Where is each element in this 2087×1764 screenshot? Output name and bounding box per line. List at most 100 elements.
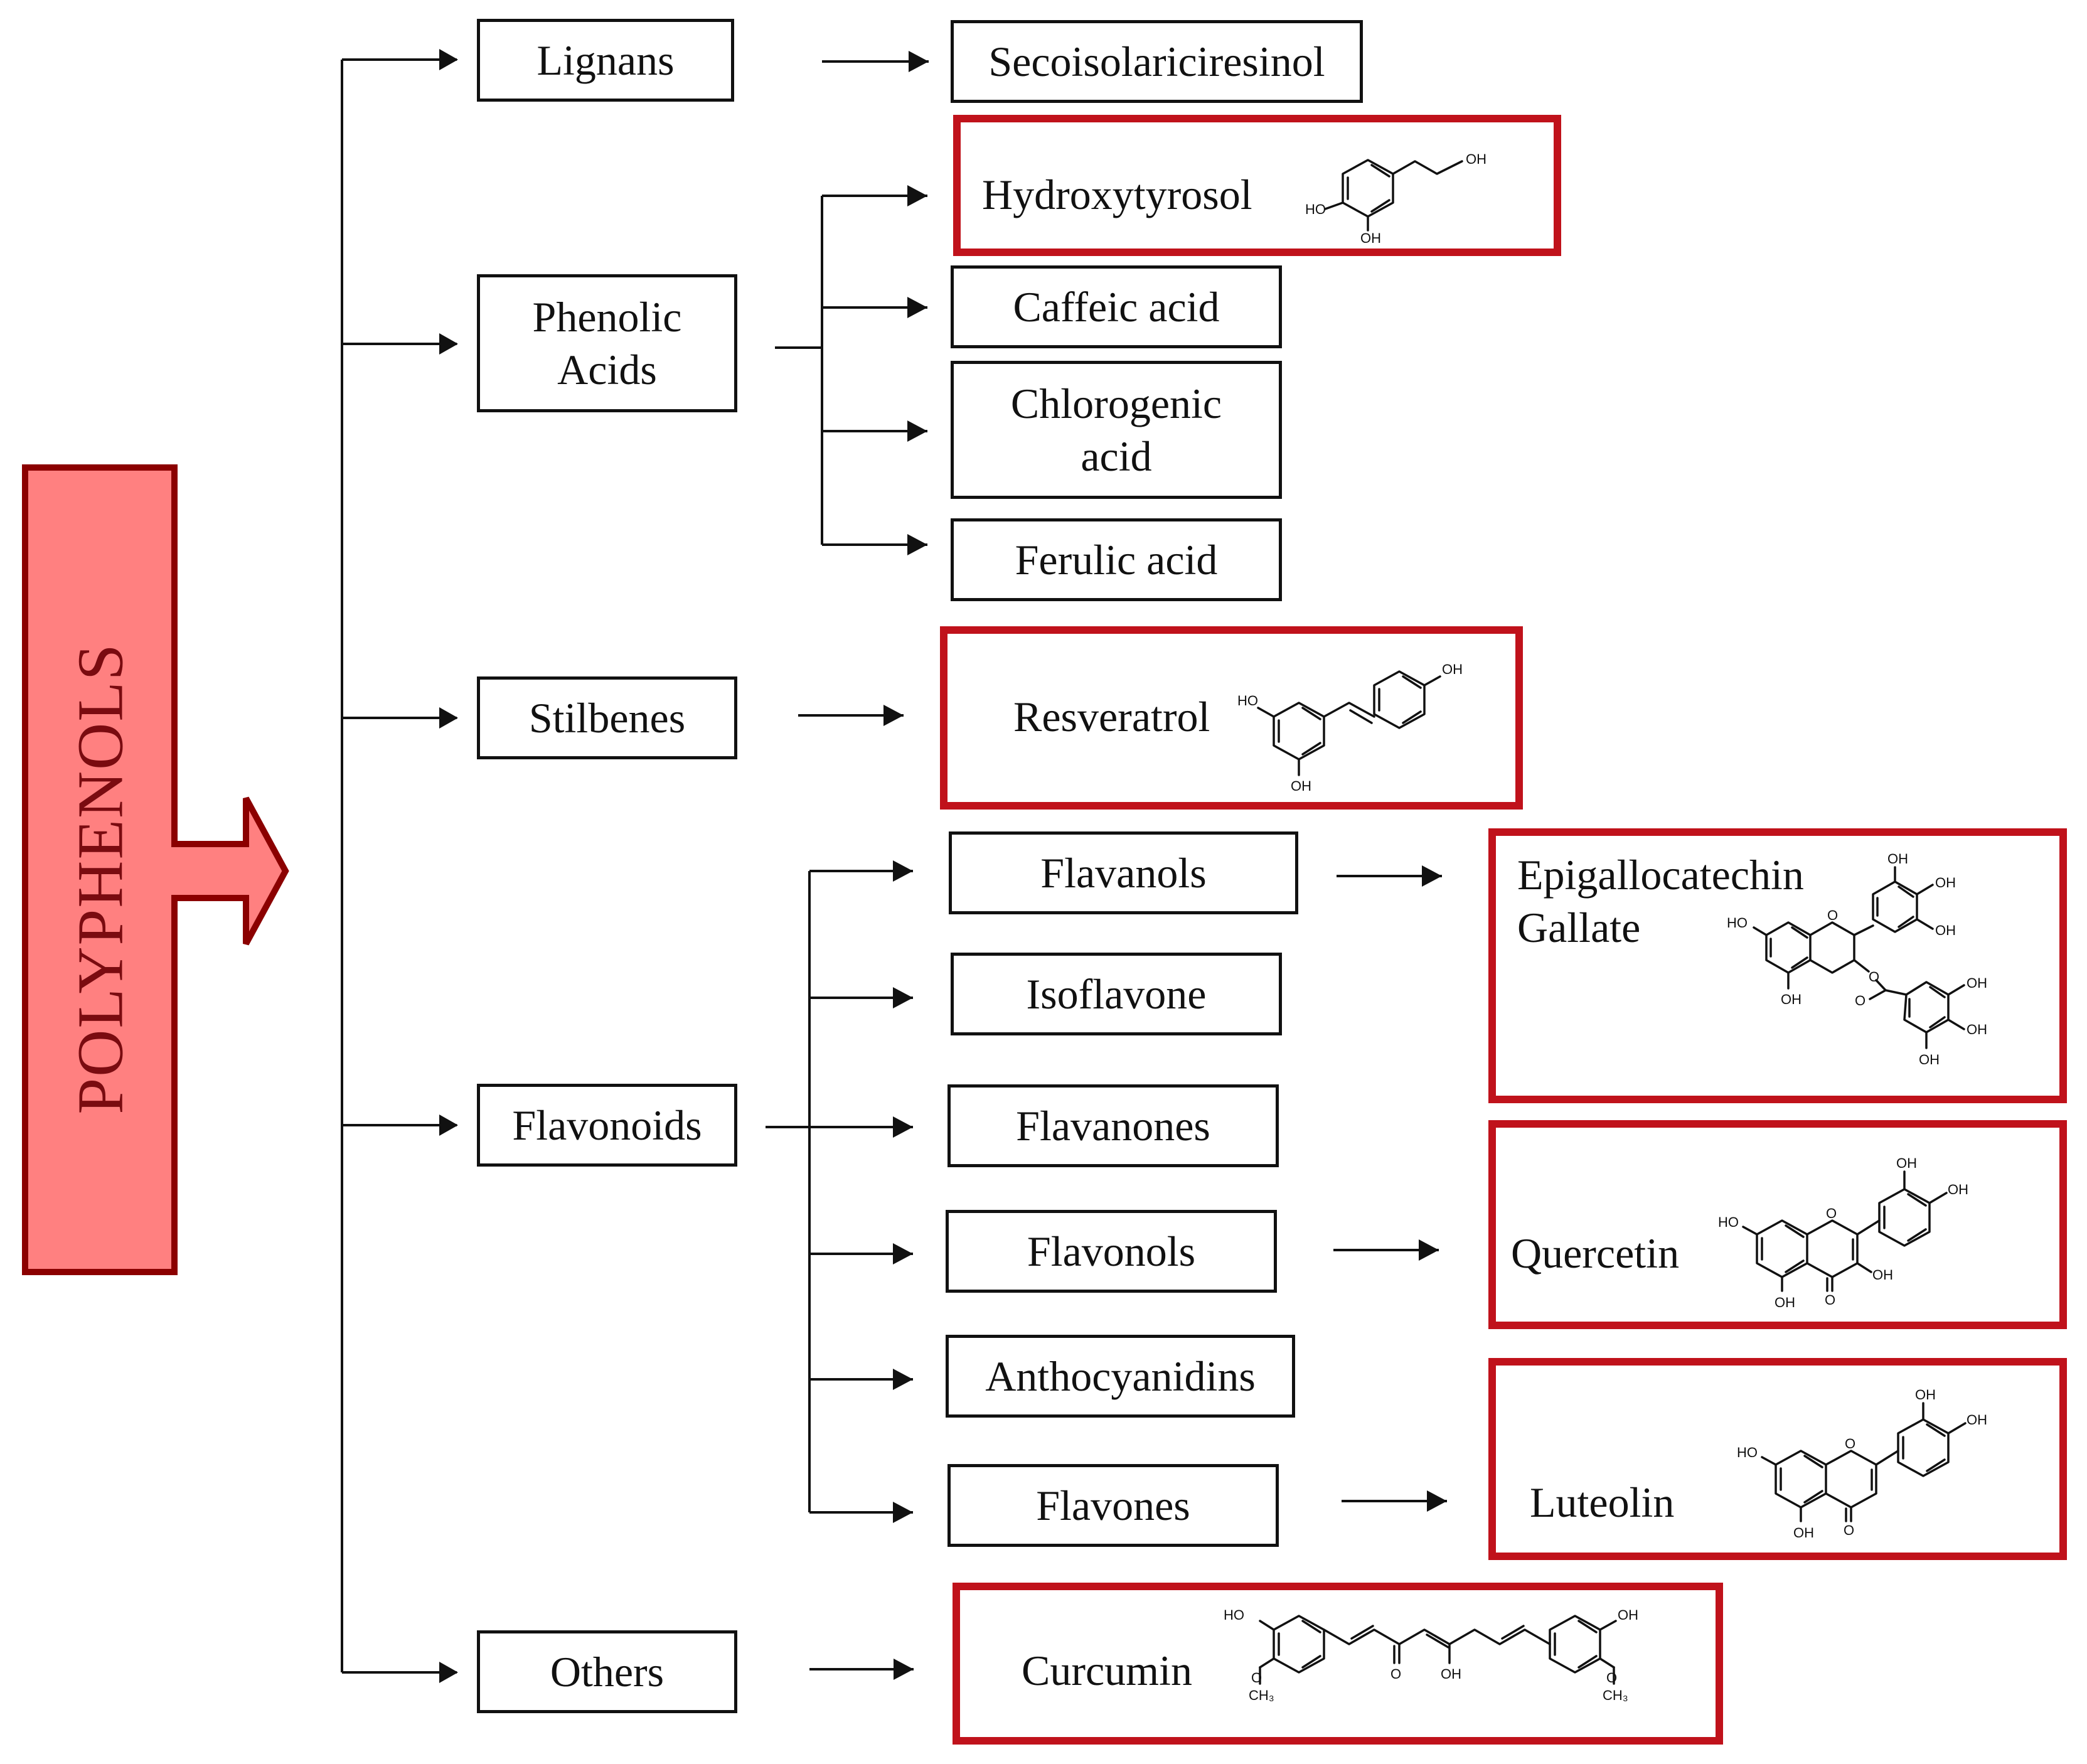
- class-box-lignans: Lignans: [477, 19, 734, 102]
- arrowhead: [894, 1659, 914, 1680]
- compound-box-hydroxytyrosol: [953, 115, 1561, 256]
- oh-label: OH: [1793, 1525, 1814, 1541]
- compound-label-hydroxytyrosol: Hydroxytyrosol: [982, 171, 1252, 218]
- oh-label: OH: [1948, 1182, 1968, 1197]
- arrowhead: [893, 1502, 913, 1523]
- arrowhead: [893, 1116, 913, 1138]
- compound-label-line2: Gallate: [1517, 904, 1641, 951]
- arrowhead: [909, 51, 929, 72]
- methyl-label: CH₃: [1603, 1687, 1628, 1703]
- arrowhead: [893, 987, 913, 1008]
- class-label-line1: Phenolic: [532, 293, 682, 341]
- arrowheads: [439, 49, 1447, 1683]
- root-arrow-shape: [22, 464, 289, 1275]
- arrowhead: [893, 1243, 913, 1264]
- oh-label: OH: [1919, 1052, 1940, 1067]
- ho-label: HO: [1718, 1214, 1739, 1230]
- arrowhead: [439, 707, 458, 729]
- egcg-structure: O HO OH OH OH OH O O OH OH OH: [1727, 851, 1987, 1067]
- subclass-box-anthocyanidins: Anthocyanidins: [946, 1335, 1295, 1418]
- carbonyl-oxygen-label: O: [1390, 1666, 1401, 1682]
- carbonyl-oxygen-label: O: [1855, 993, 1865, 1008]
- ester-oxygen-label: O: [1869, 969, 1879, 985]
- methoxy-oxygen-label: O: [1606, 1670, 1617, 1686]
- root-label: POLYPHENOLS: [64, 643, 137, 1115]
- oh-label: OH: [1967, 1412, 1987, 1428]
- subclass-box-ferulic-acid: Ferulic acid: [951, 518, 1282, 601]
- arrowhead: [907, 534, 927, 555]
- subclass-box-flavanones: Flavanones: [947, 1084, 1279, 1167]
- luteolin-structure: O O HO OH OH OH: [1737, 1387, 1987, 1541]
- oh-label: OH: [1935, 875, 1956, 890]
- subclass-label: Caffeic acid: [1013, 283, 1220, 331]
- compound-label-luteolin: Luteolin: [1530, 1478, 1675, 1526]
- arrowhead: [439, 49, 458, 70]
- oh-label: OH: [1967, 975, 1987, 991]
- compound-label-line1: Epigallocatechin: [1517, 851, 1804, 899]
- ho-label: HO: [1224, 1607, 1244, 1623]
- arrowhead: [439, 1662, 458, 1683]
- compound-label-egcg: Epigallocatechin Gallate: [1517, 848, 1804, 954]
- compound-label-curcumin: Curcumin: [1022, 1647, 1192, 1694]
- arrowhead: [893, 1369, 913, 1390]
- oh-label: OH: [1781, 992, 1801, 1007]
- subclass-label: Flavonols: [1027, 1227, 1196, 1275]
- compound-box-secoisolariciresinol: Secoisolariciresinol: [951, 20, 1363, 103]
- oh-label: OH: [1618, 1607, 1638, 1623]
- arrowhead: [907, 297, 927, 318]
- arrowhead: [439, 1115, 458, 1136]
- ring-oxygen-label: O: [1845, 1436, 1855, 1451]
- subclass-label: Anthocyanidins: [985, 1352, 1256, 1400]
- oh-label: OH: [1291, 778, 1311, 794]
- class-label: Lignans: [536, 36, 675, 84]
- oh-label: OH: [1360, 230, 1381, 246]
- carbonyl-oxygen-label: O: [1844, 1522, 1854, 1538]
- resveratrol-structure: OH HO OH: [1237, 661, 1463, 794]
- arrowhead: [883, 705, 904, 726]
- class-label-line2: Acids: [557, 346, 657, 393]
- arrowhead: [907, 420, 927, 442]
- arrowhead: [1427, 1490, 1447, 1512]
- oh-label: OH: [1775, 1295, 1795, 1310]
- arrowhead: [439, 333, 458, 355]
- oh-label: OH: [1887, 851, 1908, 867]
- arrowhead: [907, 185, 927, 206]
- ho-label: HO: [1727, 915, 1748, 931]
- oh-label: OH: [1967, 1022, 1987, 1037]
- class-label: Stilbenes: [528, 694, 686, 742]
- curcumin-structure: HO O CH₃ O OH OH O CH₃: [1224, 1607, 1638, 1703]
- subclass-label-line2: acid: [1081, 432, 1152, 480]
- subclass-label-line1: Chlorogenic: [1010, 380, 1222, 427]
- subclass-box-isoflavone: Isoflavone: [951, 953, 1282, 1035]
- ring-oxygen-label: O: [1826, 1205, 1837, 1221]
- ho-label: HO: [1737, 1445, 1758, 1460]
- class-box-flavonoids: Flavonoids: [477, 1084, 737, 1167]
- subclass-label: Flavones: [1036, 1482, 1190, 1529]
- oh-label: OH: [1872, 1267, 1893, 1283]
- ring-oxygen-label: O: [1827, 907, 1838, 923]
- subclass-box-caffeic-acid: Caffeic acid: [951, 265, 1282, 348]
- oh-label: OH: [1915, 1387, 1936, 1403]
- oh-label: OH: [1896, 1155, 1917, 1171]
- ho-label: HO: [1305, 201, 1326, 217]
- class-label: Flavonoids: [512, 1101, 702, 1149]
- subclass-box-chlorogenic-acid: Chlorogenic acid: [951, 361, 1282, 499]
- methoxy-oxygen-label: O: [1251, 1670, 1262, 1686]
- class-box-stilbenes: Stilbenes: [477, 676, 737, 759]
- ho-label: HO: [1237, 693, 1258, 708]
- hydroxytyrosol-structure: OH HO OH: [1305, 151, 1487, 246]
- compound-label: Secoisolariciresinol: [988, 38, 1325, 85]
- compound-box-resveratrol: [940, 626, 1523, 810]
- subclass-label: Flavanones: [1016, 1102, 1210, 1150]
- arrowhead: [893, 860, 913, 882]
- subclass-box-flavones: Flavones: [947, 1464, 1279, 1547]
- compound-label-resveratrol: Resveratrol: [1013, 693, 1210, 740]
- arrowhead: [1422, 865, 1442, 887]
- class-label: Others: [550, 1648, 665, 1696]
- oh-label: OH: [1441, 1666, 1461, 1682]
- subclass-label: Flavanols: [1040, 849, 1207, 897]
- compound-box-luteolin: [1488, 1358, 2067, 1560]
- carbonyl-oxygen-label: O: [1825, 1292, 1835, 1308]
